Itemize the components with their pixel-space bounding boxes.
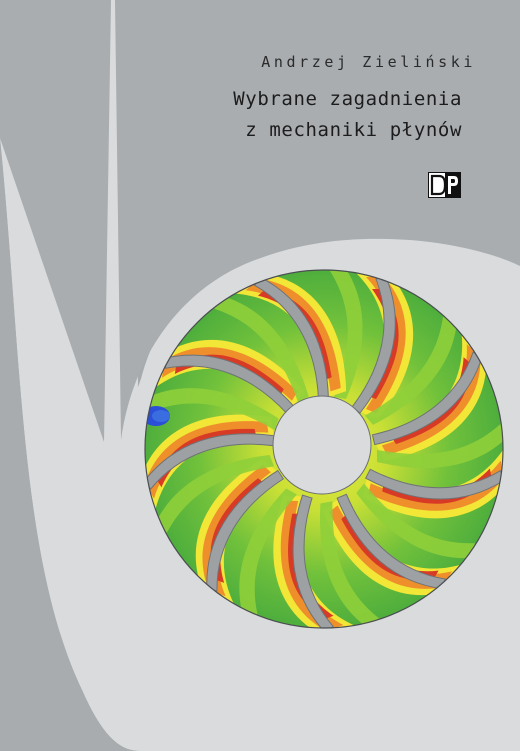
- author-name: Andrzej Zieliński: [261, 53, 476, 71]
- title-line-2: z mechaniki płynów: [245, 119, 462, 141]
- title-line-1: Wybrane zagadnienia: [233, 88, 462, 110]
- publisher-logo-icon: [428, 172, 461, 198]
- book-title: Wybrane zagadnienia z mechaniki płynów: [233, 84, 462, 146]
- impeller-hub: [272, 395, 372, 495]
